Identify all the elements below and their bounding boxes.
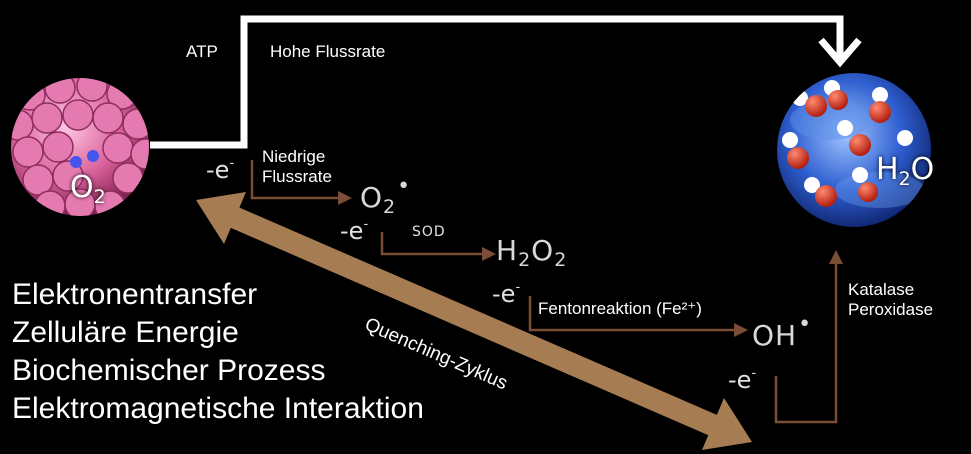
concept-item: Elektronentransfer xyxy=(12,278,258,311)
step-arrow-superoxide-h2o2 xyxy=(380,232,484,256)
electron-step-2: -e- xyxy=(340,217,369,245)
o2-label: O2 xyxy=(70,170,106,208)
atp-label: ATP xyxy=(186,42,218,61)
high-flow-label: Hohe Flussrate xyxy=(270,42,386,61)
high-flow-path xyxy=(150,15,844,149)
quenching-cycle-arrow xyxy=(196,192,752,450)
catalase-peroxidase-label: Katalase Peroxidase xyxy=(848,280,934,319)
hydroxyl-label: OH• xyxy=(752,312,813,352)
step-arrow-hydroxyl-h2o xyxy=(774,262,838,424)
electron-step-1: -e- xyxy=(206,156,235,184)
superoxide-label: O2• xyxy=(360,174,412,218)
h2o-molecule-sphere xyxy=(777,73,931,227)
step-arrow-o2-superoxide xyxy=(250,160,340,200)
electron-step-3: -e- xyxy=(492,280,521,308)
h2o-label: H2O xyxy=(876,152,935,190)
concept-item: Biochemischer Prozess xyxy=(12,354,326,387)
concept-item: Zelluläre Energie xyxy=(12,316,239,349)
sod-label: SOD xyxy=(412,224,446,240)
concept-item: Elektromagnetische Interaktion xyxy=(12,392,424,425)
high-flow-arrowhead xyxy=(818,37,862,68)
low-flow-label: Niedrige Flussrate xyxy=(262,147,332,186)
concept-list: Elektronentransfer Zelluläre Energie Bio… xyxy=(12,276,424,428)
h2o2-label: H2O2 xyxy=(496,234,568,271)
step-arrow-h2o2-hydroxyl xyxy=(528,296,736,332)
fenton-label: Fentonreaktion (Fe²⁺) xyxy=(538,299,702,318)
electron-step-4: -e- xyxy=(728,366,757,394)
